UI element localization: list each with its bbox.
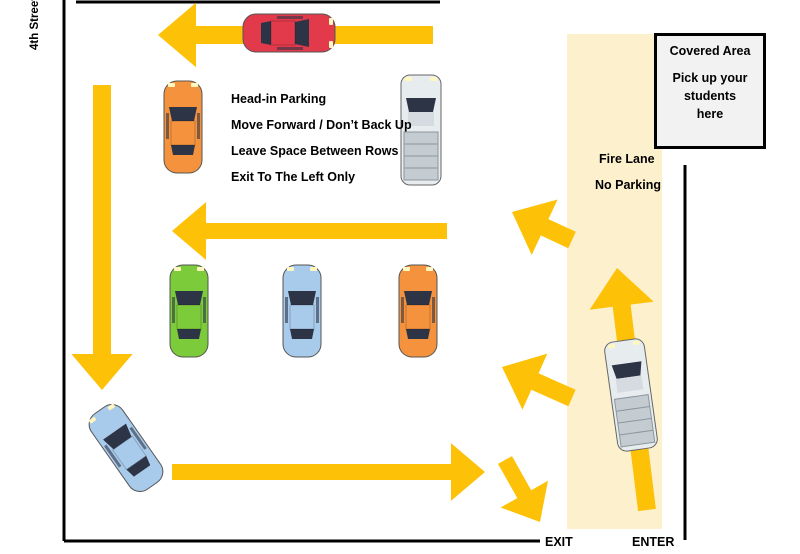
- covered-area-title: Covered Area: [669, 44, 751, 58]
- rule-exit-left: Exit To The Left Only: [231, 170, 356, 184]
- arrow-lane-up: [589, 268, 656, 512]
- arrow-exit: [498, 456, 548, 522]
- blue-car-middle: [282, 264, 322, 358]
- green-car: [169, 264, 209, 358]
- red-car: [242, 13, 336, 53]
- covered-area-box: Covered Area Pick up your students here: [654, 33, 766, 149]
- rule-head-in: Head-in Parking: [231, 92, 327, 106]
- parking-rules: Head-in Parking Move Forward / Don’t Bac…: [231, 90, 412, 194]
- no-parking-label: No Parking: [595, 178, 661, 192]
- rule-move-forward: Move Forward / Don’t Back Up: [231, 118, 412, 132]
- arrow-merge-upper: [512, 199, 576, 255]
- exit-label: EXIT: [545, 535, 573, 549]
- arrow-bottom-right: [172, 443, 485, 501]
- rule-leave-space: Leave Space Between Rows: [231, 144, 399, 158]
- arrow-merge-lower: [502, 353, 576, 410]
- street-label: 4th Street: [29, 0, 41, 50]
- enter-label: ENTER: [632, 535, 675, 549]
- fire-lane-label: Fire Lane: [599, 152, 655, 166]
- arrow-middle-row-left: [172, 202, 447, 260]
- blue-car-bottom-left: [83, 398, 169, 498]
- orange-car-top: [163, 80, 203, 174]
- arrow-left-lane-down: [71, 85, 133, 390]
- orange-car-middle: [398, 264, 438, 358]
- covered-area-subtitle: Pick up your students here: [672, 71, 748, 121]
